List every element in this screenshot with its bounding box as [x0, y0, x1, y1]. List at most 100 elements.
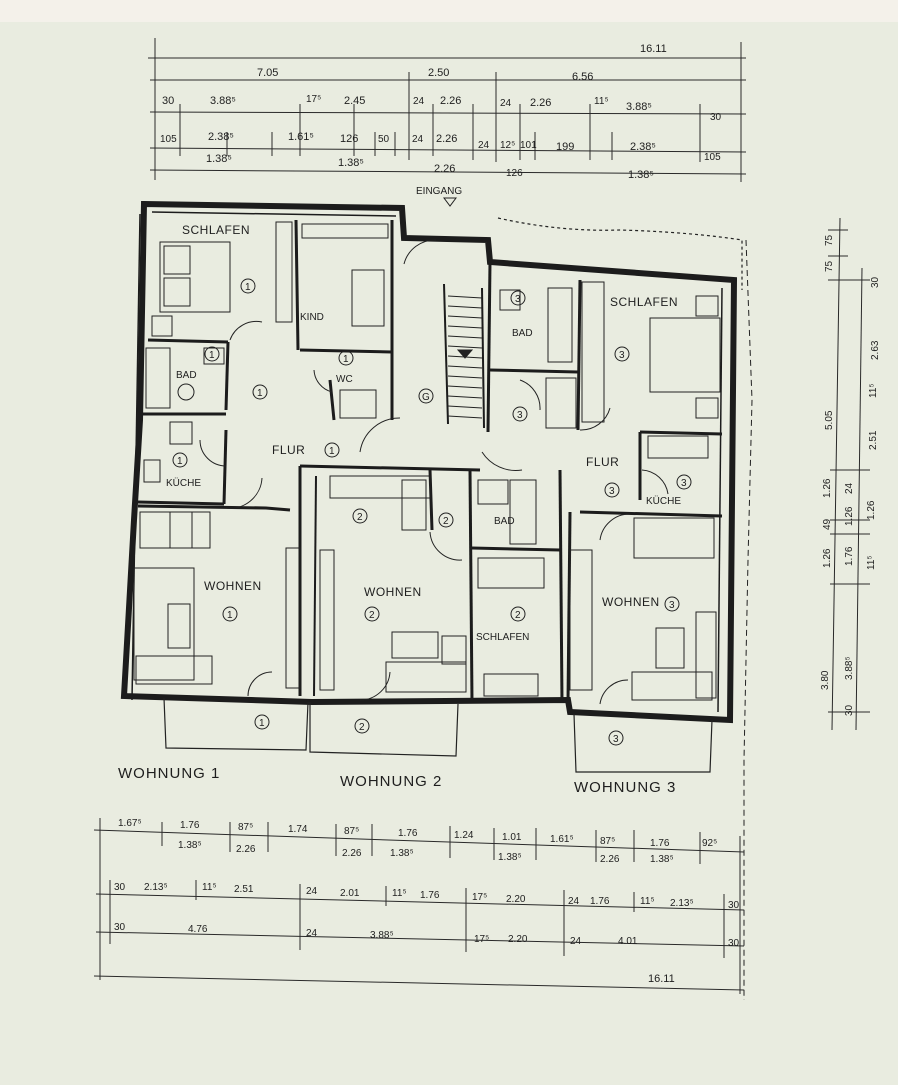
marker-digit: 1 — [245, 282, 251, 293]
dim-label: 24 — [500, 98, 512, 109]
dim-label: 30 — [114, 882, 126, 893]
dim-label: 2.13⁵ — [670, 898, 694, 909]
dim-label: 30 — [710, 112, 722, 123]
furniture — [133, 221, 721, 701]
dim-label: 126 — [506, 168, 523, 179]
dim-label: 87⁵ — [238, 822, 253, 833]
dim-label: 24 — [570, 936, 582, 947]
dim-label: 1.38⁵ — [650, 854, 674, 865]
dim-label: 11⁵ — [594, 96, 609, 107]
dim-label: 17⁵ — [306, 94, 321, 105]
marker-digit: 3 — [681, 478, 687, 489]
dim-label: 30 — [162, 95, 174, 107]
dim-label: 2.50 — [428, 67, 449, 79]
marker-digit: 3 — [515, 294, 521, 305]
room-label-schlafen: SCHLAFEN — [610, 295, 678, 309]
dim-label: 1.26 — [822, 548, 833, 568]
room-label-schlafen: SCHLAFEN — [182, 223, 250, 237]
room-label-schlafen: SCHLAFEN — [476, 632, 529, 643]
dim-label: 3.88⁵ — [210, 95, 236, 107]
dim-label: 1.38⁵ — [628, 169, 654, 181]
flat-title-1: WOHNUNG 1 — [118, 765, 220, 782]
marker-digit: 1 — [177, 456, 183, 467]
room-label-wohnen: WOHNEN — [602, 595, 660, 609]
marker-digit: 1 — [329, 446, 335, 457]
dim-label: 2.20 — [506, 894, 526, 905]
dim-label: 2.63 — [870, 340, 881, 360]
dim-label: 1.76 — [420, 890, 440, 901]
room-label-flur: FLUR — [272, 443, 305, 457]
paper-edge — [0, 0, 898, 22]
right-dimension-labels: 75 75 5.05 1.26 49 1.26 3.80 30 2.63 11⁵… — [820, 234, 881, 716]
dim-label: 1.76 — [844, 546, 855, 566]
marker-digit: 1 — [209, 350, 215, 361]
dim-label: 11⁵ — [202, 882, 217, 893]
room-label-bad: BAD — [512, 328, 533, 339]
flat-title-2: WOHNUNG 2 — [340, 773, 442, 790]
marker-digit: 1 — [227, 610, 233, 621]
dim-label: 2.26 — [434, 163, 455, 175]
dim-label: 11⁵ — [866, 555, 877, 570]
balconies — [163, 217, 743, 773]
dim-label: 1.61⁵ — [550, 834, 574, 845]
dim-label: 87⁵ — [600, 836, 615, 847]
dim-label: 2.45 — [344, 95, 365, 107]
dim-label: 2.01 — [340, 888, 360, 899]
boundary-line — [743, 239, 753, 1000]
dim-label: 24 — [478, 140, 490, 151]
dim-label: 87⁵ — [344, 826, 359, 837]
room-label-bad: BAD — [176, 370, 197, 381]
dim-label: 1.38⁵ — [178, 840, 202, 851]
marker-digit: 2 — [515, 610, 521, 621]
dim-label: 30 — [844, 704, 855, 716]
dim-label: 2.26 — [600, 854, 620, 865]
entrance-marker: EINGANG — [416, 186, 462, 207]
dim-label: 11⁵ — [640, 896, 655, 907]
marker-digit: 3 — [517, 410, 523, 421]
dim-label: 3.88⁵ — [370, 930, 394, 941]
dim-label: 2.26 — [236, 844, 256, 855]
marker-digit: 2 — [359, 722, 365, 733]
top-dimension-lines — [148, 38, 747, 182]
dim-label: 17⁵ — [474, 934, 489, 945]
dim-label: 6.56 — [572, 71, 593, 83]
dim-label: 2.51 — [234, 884, 254, 895]
dim-label: 105 — [704, 152, 721, 163]
bottom-dimension-labels: 1.67⁵ 1.76 87⁵ 1.74 87⁵ 1.76 1.24 1.01 1… — [114, 818, 740, 985]
right-dimension-lines — [828, 217, 870, 731]
marker-digit: 3 — [669, 600, 675, 611]
dim-label: 24 — [306, 928, 318, 939]
dim-label: 11⁵ — [868, 383, 879, 398]
dim-label: 2.26 — [530, 97, 551, 109]
dim-label: 1.01 — [502, 832, 522, 843]
dim-label: 1.24 — [454, 830, 474, 841]
dim-label: 1.26 — [844, 506, 855, 526]
dim-label: 2.51 — [868, 430, 879, 450]
bottom-total-dim: 16.11 — [648, 973, 675, 985]
dim-label: 1.76 — [590, 896, 610, 907]
dim-label: 24 — [413, 96, 425, 107]
dim-label: 4.76 — [188, 924, 208, 935]
room-label-bad: BAD — [494, 516, 515, 527]
dim-label: 30 — [728, 900, 740, 911]
dim-label: 2.38⁵ — [630, 141, 656, 153]
dim-label: 24 — [844, 482, 855, 494]
dim-label: 7.05 — [257, 67, 278, 79]
dim-label: 2.20 — [508, 934, 528, 945]
marker-digit: 3 — [613, 734, 619, 745]
marker-digit: G — [422, 392, 430, 403]
dim-label: 30 — [728, 938, 740, 949]
entrance-label: EINGANG — [416, 186, 462, 197]
flat-title-3: WOHNUNG 3 — [574, 779, 676, 796]
dim-label: 24 — [306, 886, 318, 897]
marker-digit: 1 — [257, 388, 263, 399]
dim-label: 1.74 — [288, 824, 308, 835]
room-label-wc: WC — [336, 374, 353, 385]
dim-label: 1.61⁵ — [288, 131, 314, 143]
top-total-dim: 16.11 — [640, 43, 667, 55]
dim-label: 11⁵ — [392, 888, 407, 899]
dim-label: 2.38⁵ — [208, 131, 234, 143]
dim-label: 24 — [412, 134, 424, 145]
